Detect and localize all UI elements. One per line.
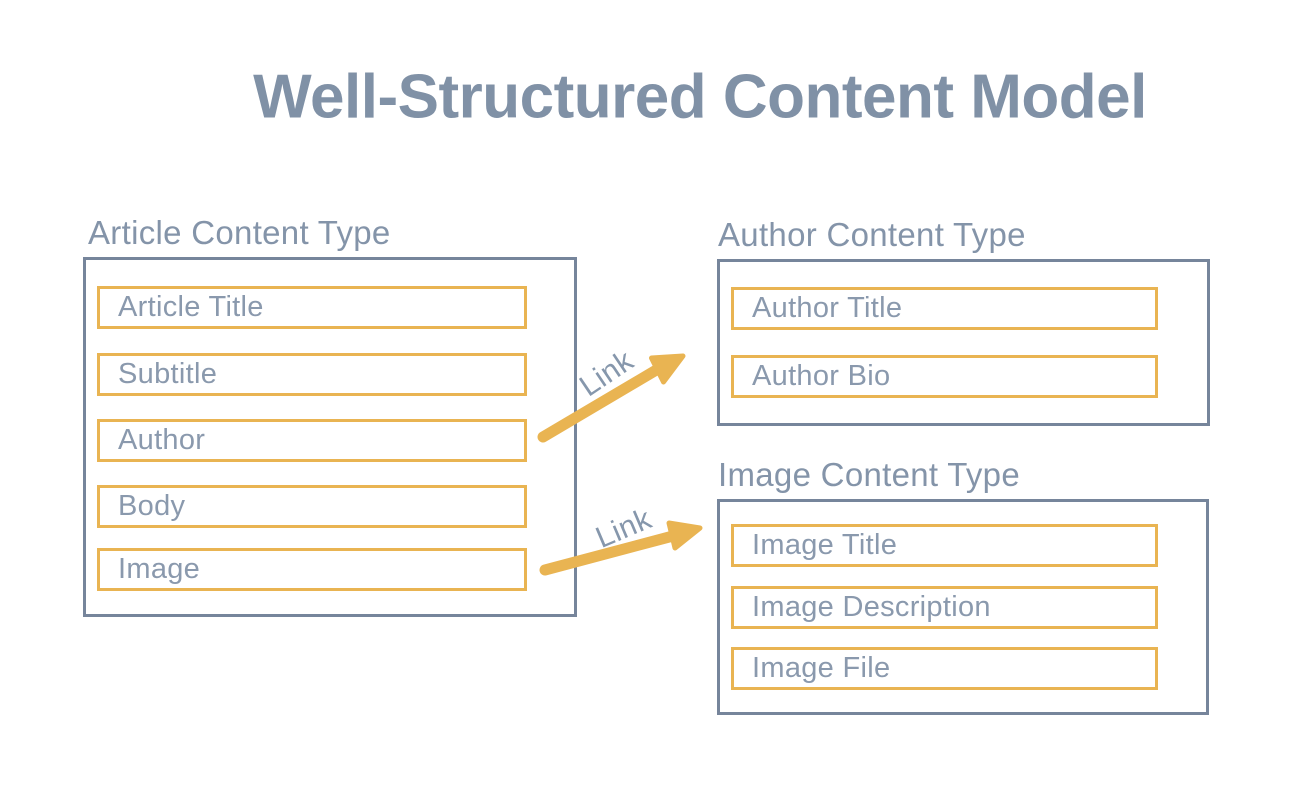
field-author: Author (97, 419, 527, 462)
author-box-header: Author Content Type (718, 216, 1026, 253)
author-content-type-box (717, 259, 1210, 426)
article-box-header: Article Content Type (88, 214, 391, 251)
field-image: Image (97, 548, 527, 591)
field-author-bio: Author Bio (731, 355, 1158, 398)
field-body: Body (97, 485, 527, 528)
link-label-image: Link (591, 502, 657, 555)
image-box-header: Image Content Type (718, 456, 1020, 493)
field-image-title: Image Title (731, 524, 1158, 567)
field-article-title: Article Title (97, 286, 527, 329)
field-subtitle: Subtitle (97, 353, 527, 396)
field-author-title: Author Title (731, 287, 1158, 330)
field-image-file: Image File (731, 647, 1158, 690)
page-title: Well-Structured Content Model (253, 62, 1147, 132)
field-image-description: Image Description (731, 586, 1158, 629)
link-label-author: Link (573, 343, 640, 404)
